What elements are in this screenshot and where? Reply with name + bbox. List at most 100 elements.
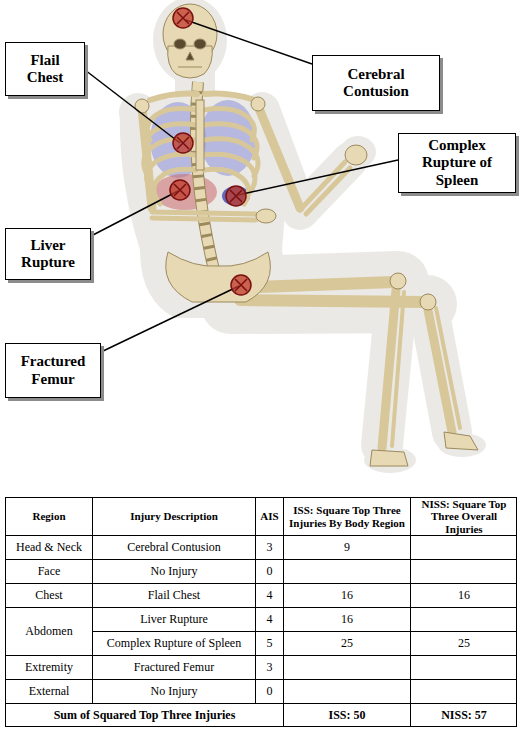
injury-marker [231, 275, 251, 295]
limb-bones [142, 108, 152, 208]
injury-marker [230, 190, 242, 202]
callout-box: Complex Rupture of Spleen [398, 133, 516, 193]
limb-bones [152, 212, 256, 214]
table-cell: 4 [256, 608, 283, 631]
limb-bones [300, 162, 345, 210]
skeleton [370, 450, 408, 466]
table-grid [6, 498, 517, 727]
injury-marker [170, 180, 190, 200]
injury-marker [177, 137, 189, 149]
table-cell: 0 [256, 560, 283, 583]
injury-marker [174, 184, 186, 196]
table-grid [410, 497, 411, 727]
callout-label: Complex Rupture of Spleen [405, 137, 509, 189]
body-outline [153, 0, 227, 83]
skeleton [390, 273, 406, 289]
injury-marker [170, 8, 251, 295]
injury-marker [226, 186, 246, 206]
table-grid [5, 535, 517, 536]
table-grid [5, 607, 517, 608]
table-cell: 16 [411, 584, 517, 607]
injury-marker [177, 12, 189, 24]
callout-label: Liver Rupture [12, 237, 84, 272]
table-cell: Extremity [6, 656, 92, 679]
table-grid [5, 559, 517, 560]
callout-box: Cerebral Contusion [312, 55, 440, 111]
injury-marker [235, 279, 247, 291]
table-cell: 4 [256, 584, 283, 607]
skeleton [251, 97, 265, 111]
table-cell: No Injury [93, 680, 255, 703]
skeleton [345, 145, 367, 165]
leader-line [91, 191, 178, 236]
limb-bones [392, 292, 404, 446]
skeleton [196, 100, 204, 170]
table-cell: 3 [256, 536, 283, 559]
table-header-cell: ISS: Square Top Three Injuries By Body R… [284, 498, 410, 535]
table-grid [5, 497, 517, 727]
table-cell: Liver Rupture [93, 608, 255, 631]
ribs [154, 169, 196, 204]
table-cell: 25 [411, 632, 517, 655]
skeleton [166, 252, 271, 302]
table-cell: 3 [256, 656, 283, 679]
leader-line [186, 20, 312, 64]
table-grid [5, 583, 517, 584]
callout-label: Fractured Femur [12, 353, 94, 388]
table-header-cell: AIS [256, 498, 283, 535]
table-cell: Complex Rupture of Spleen [93, 632, 255, 655]
table-cell: 25 [284, 632, 410, 655]
body-outline [262, 110, 350, 212]
skeleton [178, 67, 202, 68]
table-header-cell: NISS: Square Top Three Overall Injuries [411, 498, 517, 535]
body-outline [364, 447, 416, 473]
table-cell: 9 [284, 536, 410, 559]
limb-bones [258, 106, 300, 208]
table-cell: 5 [256, 632, 283, 655]
skeleton [256, 209, 276, 223]
skeleton [444, 432, 478, 450]
injury-marker [173, 8, 193, 28]
leader-line [85, 70, 180, 143]
table-grid [255, 497, 256, 703]
table-cell: ISS: 50 [284, 704, 410, 727]
skeleton [174, 39, 186, 49]
limb-bones [436, 308, 460, 428]
limb-bones [150, 94, 197, 100]
table-header-cell: Injury Description [93, 498, 255, 535]
limb-bones [152, 218, 256, 220]
callout-box: Flail Chest [5, 42, 85, 96]
callout-label: Cerebral Contusion [319, 66, 433, 101]
leader-line [101, 286, 239, 352]
injury-marker [173, 133, 193, 153]
table-cell: 0 [256, 680, 283, 703]
table-cell: No Injury [93, 560, 255, 583]
skeleton [135, 4, 478, 466]
skeleton [168, 46, 213, 78]
table-cell: Fractured Femur [93, 656, 255, 679]
table-cell: Head & Neck [6, 536, 92, 559]
table-cell: Abdomen [6, 608, 92, 655]
table-grid [5, 655, 517, 656]
table-grid [5, 703, 517, 704]
limb-bones [205, 94, 255, 100]
skeleton [186, 52, 194, 60]
table-grid [92, 631, 517, 632]
leader-line [238, 160, 398, 195]
callout-box: Fractured Femur [5, 343, 101, 398]
table-header-cell: Region [6, 498, 92, 535]
table-cell: External [6, 680, 92, 703]
table-cell: 16 [284, 608, 410, 631]
body-outline [120, 0, 486, 473]
callout-box: Liver Rupture [5, 228, 91, 280]
skeleton [420, 294, 436, 310]
table-cell: NISS: 57 [411, 704, 517, 727]
body-outline [438, 433, 486, 457]
table-cell: Sum of Squared Top Three Injuries [6, 704, 283, 727]
callout-label: Flail Chest [12, 52, 78, 87]
table-cell: 16 [284, 584, 410, 607]
table-grid [283, 497, 284, 727]
table-grid [5, 679, 517, 680]
table-cell: Face [6, 560, 92, 583]
